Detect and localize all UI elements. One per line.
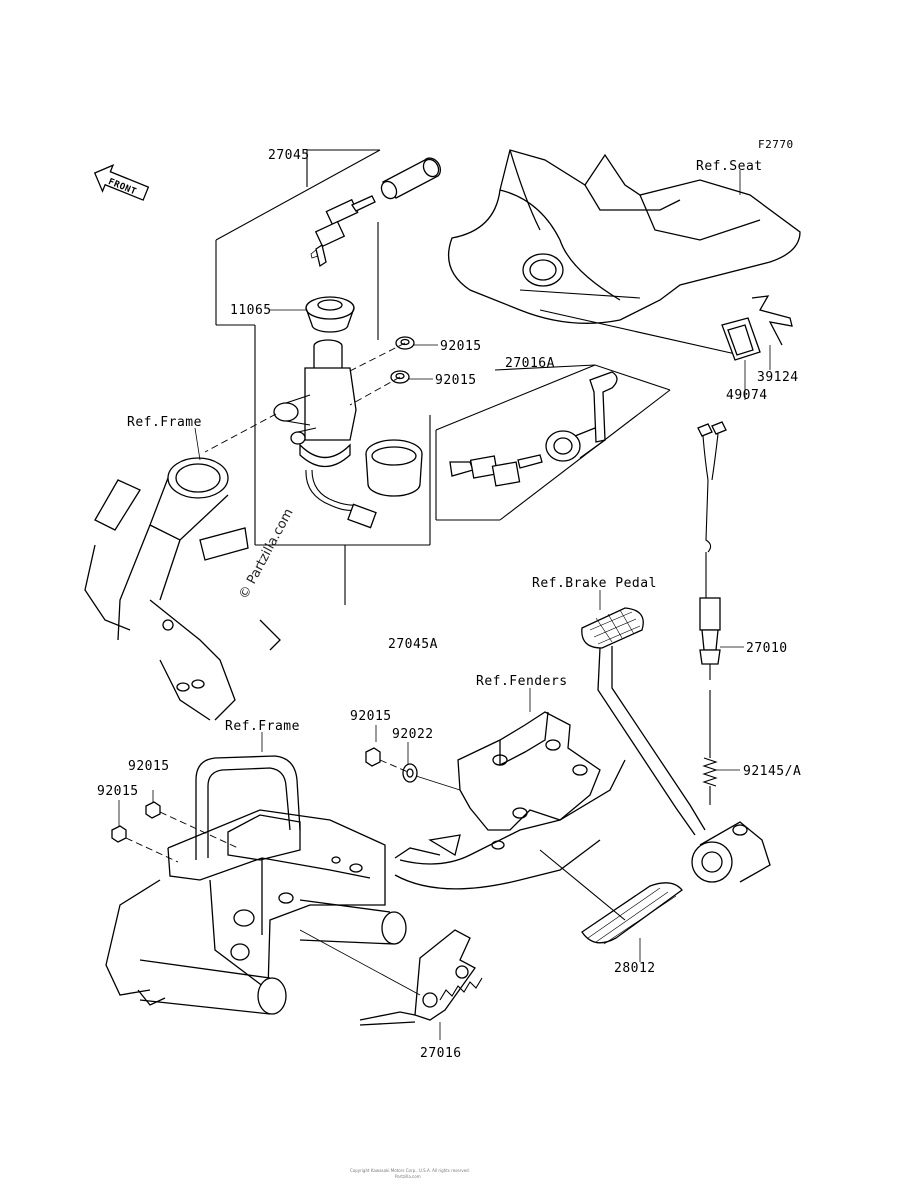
- spring-92145A: [702, 690, 718, 805]
- seat-lock-group-27016A: [435, 364, 671, 521]
- footer-line-1: Copyright Kawasaki Motors Corp., U.S.A. …: [350, 1168, 470, 1173]
- footpeg-28012: [539, 849, 683, 945]
- bracket-49074-39124: [721, 295, 793, 400]
- label-92015-e: 92015: [97, 784, 139, 799]
- ignition-switch-group: [204, 149, 442, 605]
- rubber-cap-part: [380, 157, 442, 200]
- collar-part: [365, 439, 423, 497]
- ignition-switch-body: [273, 339, 377, 529]
- label-27045: 27045: [268, 148, 310, 163]
- seat-side-cover: [448, 149, 801, 356]
- label-ref-seat: Ref.Seat: [696, 159, 763, 174]
- label-ref-frame-top: Ref.Frame: [127, 415, 202, 430]
- washer-11065-part: [305, 296, 355, 333]
- label-ref-brake-pedal: Ref.Brake Pedal: [532, 576, 657, 591]
- diagram-code: F2770: [758, 138, 794, 151]
- washer-92022: [402, 763, 418, 783]
- label-28012: 28012: [614, 961, 656, 976]
- watermark-text: © Partzilla.com: [236, 506, 296, 602]
- label-ref-frame-bottom: Ref.Frame: [225, 719, 300, 734]
- label-92015-b: 92015: [435, 373, 477, 388]
- label-92022: 92022: [392, 727, 434, 742]
- label-27045A: 27045A: [388, 637, 438, 652]
- footer-line-2: Partzilla.com: [395, 1174, 421, 1179]
- ignition-key-part: [310, 195, 376, 268]
- rear-frame: [105, 755, 407, 1015]
- front-arrow-icon: FRONT: [93, 164, 150, 201]
- label-39124: 39124: [757, 370, 799, 385]
- brake-pedal: [581, 607, 771, 883]
- label-92015-c: 92015: [350, 709, 392, 724]
- label-27016: 27016: [420, 1046, 462, 1061]
- label-92015-a: 92015: [440, 339, 482, 354]
- nut-92015-e: [111, 825, 127, 843]
- label-27010: 27010: [746, 641, 788, 656]
- label-49074: 49074: [726, 388, 768, 403]
- label-27016A: 27016A: [505, 356, 555, 371]
- leader-lines: [194, 170, 744, 962]
- label-92145A: 92145/A: [743, 764, 801, 779]
- label-ref-fenders: Ref.Fenders: [476, 674, 568, 689]
- fender-footrest: [394, 711, 626, 890]
- nut-92015-d: [145, 801, 161, 819]
- nut-92015-c: [365, 747, 381, 767]
- label-11065: 11065: [230, 303, 272, 318]
- seat-latch-27016: [299, 929, 483, 1040]
- label-92015-d: 92015: [128, 759, 170, 774]
- steering-head-frame: [84, 457, 281, 721]
- brake-switch-27010: [697, 421, 727, 680]
